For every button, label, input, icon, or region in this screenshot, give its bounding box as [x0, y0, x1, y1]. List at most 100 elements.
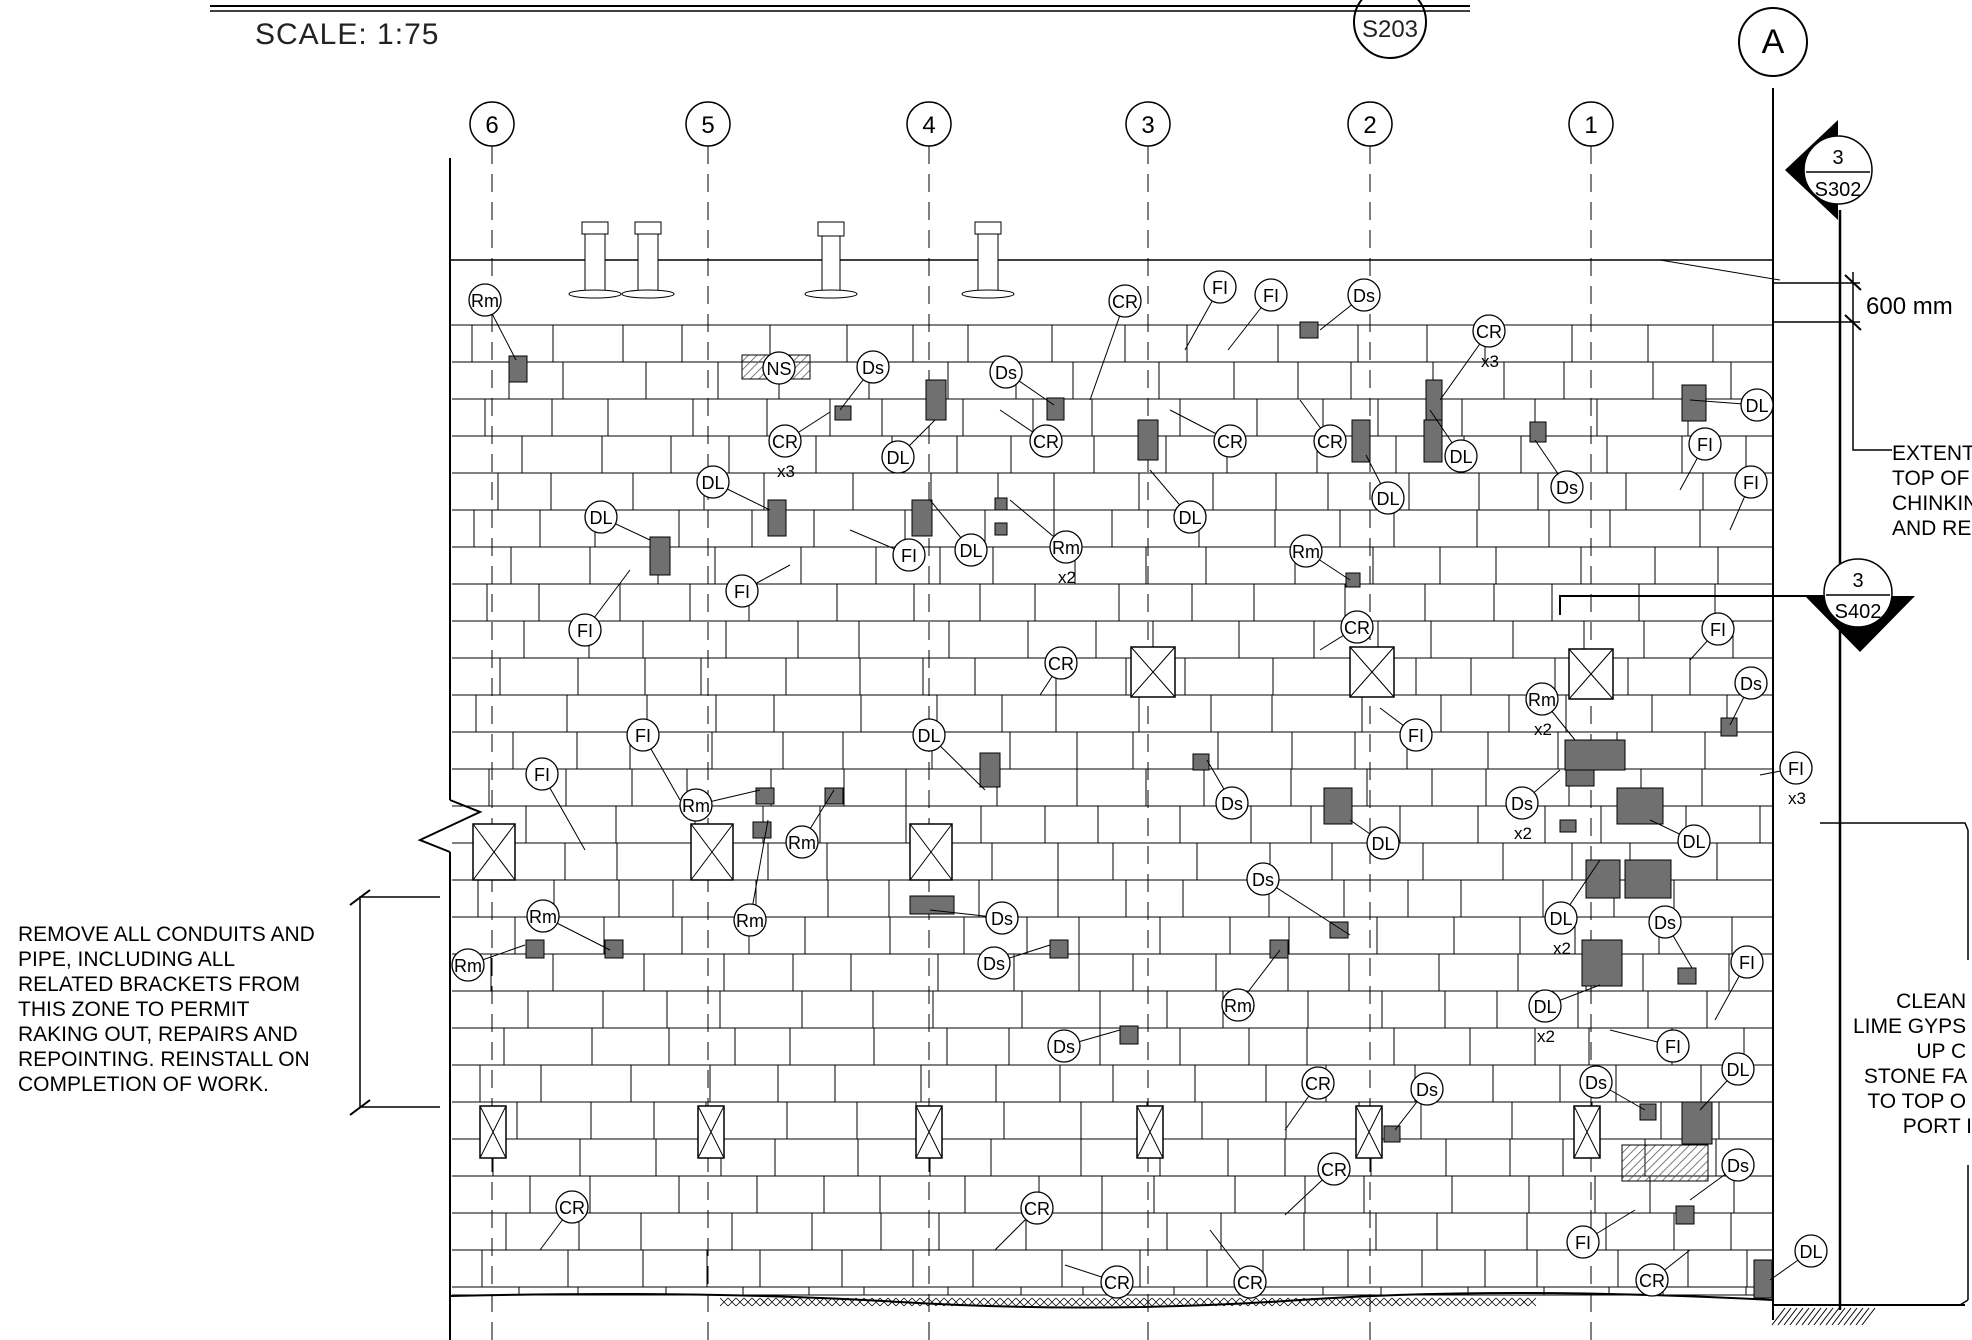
roof-vent	[961, 221, 1015, 299]
svg-text:S402: S402	[1835, 601, 1882, 623]
damaged-stone	[1677, 967, 1697, 985]
callout-ds: Ds	[1206, 759, 1249, 820]
damaged-stone	[1529, 421, 1547, 443]
svg-text:Ds: Ds	[1511, 794, 1533, 814]
callout-cr: CR	[1299, 399, 1347, 458]
damaged-stone	[1681, 1101, 1713, 1145]
svg-text:CR: CR	[1033, 432, 1059, 452]
callout-dl: DL	[584, 500, 651, 541]
window-box	[697, 1105, 725, 1159]
callout-dl: DL	[1365, 454, 1405, 515]
svg-text:DL: DL	[1726, 1060, 1749, 1080]
base-hatch	[719, 1297, 1537, 1307]
svg-text:FI: FI	[1408, 726, 1424, 746]
svg-text:Ds: Ds	[1416, 1080, 1438, 1100]
callout-rm: Rm	[1289, 534, 1351, 581]
svg-text:3: 3	[1832, 147, 1843, 169]
svg-text:DL: DL	[1799, 1242, 1822, 1262]
svg-text:Ds: Ds	[1556, 478, 1578, 498]
svg-text:FI: FI	[734, 582, 750, 602]
svg-text:Rm: Rm	[736, 911, 764, 931]
callout-dl: DL	[912, 718, 986, 791]
svg-text:CR: CR	[1317, 432, 1343, 452]
section-marker-s402: 3 S402	[1559, 558, 1915, 652]
wall-outline	[417, 158, 1965, 1340]
svg-text:x3: x3	[1481, 352, 1499, 371]
damaged-stone	[1351, 419, 1371, 463]
callout-cr: CR	[1169, 409, 1247, 458]
svg-text:Rm: Rm	[1292, 542, 1320, 562]
callout-cr: CR	[994, 1191, 1054, 1251]
drawing-ref-label: S203	[1362, 16, 1418, 43]
callout-fi: FI	[1609, 1029, 1690, 1063]
damaged-stone	[1720, 717, 1738, 737]
svg-text:x3: x3	[1788, 789, 1806, 808]
svg-text:4: 4	[922, 112, 935, 139]
svg-text:x2: x2	[1537, 1027, 1555, 1046]
svg-text:FI: FI	[1710, 620, 1726, 640]
damaged-stone	[994, 497, 1008, 511]
svg-text:Ds: Ds	[1353, 286, 1375, 306]
callout-ds: Ds	[1534, 439, 1584, 504]
conduit-zone-bracket	[349, 889, 440, 1116]
svg-text:DL: DL	[1745, 396, 1768, 416]
callout-fi: FI	[1566, 1209, 1636, 1259]
callout-rm: Rm	[526, 899, 611, 951]
svg-text:x2: x2	[1514, 824, 1532, 843]
svg-text:x2: x2	[1058, 568, 1076, 587]
svg-text:CR: CR	[1344, 618, 1370, 638]
window-box	[479, 1105, 507, 1159]
svg-text:CR: CR	[1639, 1271, 1665, 1291]
svg-text:6: 6	[485, 112, 498, 139]
damaged-stone	[1323, 787, 1353, 825]
callout-dl: DL	[1349, 819, 1400, 860]
svg-text:CR: CR	[1024, 1199, 1050, 1219]
window-box	[1136, 1105, 1164, 1159]
window-box	[1349, 646, 1395, 698]
callout-rm: Rm	[451, 944, 526, 982]
svg-text:CR: CR	[1476, 322, 1502, 342]
callout-ds: Ds	[1729, 666, 1768, 726]
window-box	[1568, 648, 1614, 700]
svg-text:CR: CR	[559, 1198, 585, 1218]
svg-text:Rm: Rm	[1052, 538, 1080, 558]
window-box	[1355, 1105, 1383, 1159]
svg-text:Ds: Ds	[983, 954, 1005, 974]
ground-hatch	[1771, 1307, 1876, 1326]
svg-text:Rm: Rm	[1224, 996, 1252, 1016]
damaged-stone	[1137, 419, 1159, 461]
svg-text:FI: FI	[1212, 278, 1228, 298]
damaged-stone	[1329, 921, 1349, 939]
callout-dl: DL	[1429, 409, 1478, 473]
damaged-stone	[604, 939, 624, 959]
svg-text:Ds: Ds	[1221, 794, 1243, 814]
damaged-stone	[834, 405, 852, 421]
callout-dl: DL	[929, 499, 988, 567]
svg-text:Rm: Rm	[454, 956, 482, 976]
damaged-stone	[1675, 1205, 1695, 1225]
section-marker-s302: 3 S302	[1785, 120, 1873, 220]
svg-text:FI: FI	[1739, 953, 1755, 973]
damaged-stone	[755, 787, 775, 805]
clean-zone-bracket	[1820, 822, 1969, 1306]
callout-ds: Ds	[839, 350, 890, 411]
svg-text:CR: CR	[772, 432, 798, 452]
svg-text:DL: DL	[1376, 489, 1399, 509]
damaged-stone	[1425, 379, 1443, 425]
damaged-stone	[1681, 384, 1707, 422]
svg-text:DL: DL	[701, 473, 724, 493]
damaged-stone	[994, 522, 1008, 536]
svg-text:Ds: Ds	[1053, 1037, 1075, 1057]
window-box	[1130, 646, 1176, 698]
damaged-stone	[525, 939, 545, 959]
window-box	[472, 823, 516, 881]
roof-vent	[621, 221, 675, 299]
window-box	[909, 823, 953, 881]
svg-text:Ds: Ds	[1727, 1156, 1749, 1176]
svg-text:x2: x2	[1553, 939, 1571, 958]
callout-dl: DL	[881, 419, 936, 474]
svg-text:FI: FI	[1743, 473, 1759, 493]
roof-vent	[804, 221, 858, 299]
damaged-stone	[911, 499, 933, 537]
svg-text:FI: FI	[1263, 286, 1279, 306]
